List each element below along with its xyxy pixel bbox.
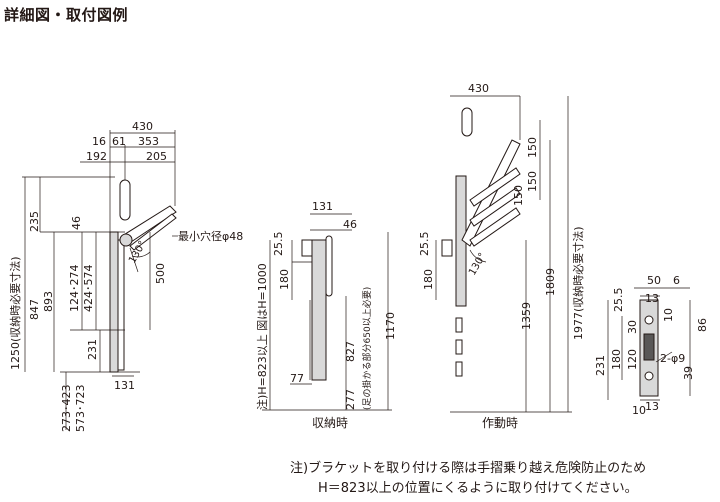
view1-upper-grip: [119, 179, 131, 221]
view1-hole-label: 最小穴径φ48: [178, 229, 243, 243]
view2-stored: 131 46 25.5 180 注)H=823以上 図はH=1000 1170 …: [255, 200, 397, 430]
view4-dim-10a: 10: [662, 308, 675, 322]
page-title: 詳細図・取付図例: [4, 6, 129, 24]
view4-dim-13b: 13: [645, 400, 659, 413]
view1-dim-273-423: 273･423: [60, 385, 73, 433]
view1-dim-205: 205: [146, 150, 167, 163]
view3-caption: 作動時: [482, 416, 518, 430]
view1-dim-231: 231: [86, 339, 99, 360]
view3-dim-1359: 1359: [520, 302, 533, 330]
view1-dim-235: 235: [28, 211, 41, 232]
view2-dim-131: 131: [312, 200, 333, 213]
view1-dim-16: 16: [92, 135, 106, 148]
view4-dim-86: 86: [696, 318, 709, 332]
view1-dim-61: 61: [112, 135, 126, 148]
view3-rung-1: [469, 167, 521, 207]
view4-dim-50: 50: [647, 274, 661, 287]
view3-step-2: [455, 339, 463, 355]
view2-leg-note: (足の掛かる部分650以上必要): [361, 287, 373, 410]
view3-bracket: [441, 239, 453, 257]
view1-dim-893: 893: [42, 291, 55, 312]
view3-dim-150c: 150: [512, 185, 525, 206]
view4-dim-13: 13: [645, 292, 659, 305]
view2-dim-277: 277: [344, 389, 357, 410]
view3-rung-3: [469, 207, 521, 247]
view4-dim-180: 180: [610, 349, 623, 370]
view4-dim-120: 120: [626, 349, 639, 370]
view4-dim-30: 30: [626, 320, 639, 334]
view3-step-1: [455, 317, 463, 333]
view1-dim-1250: 1250(収納時必要寸法): [8, 256, 22, 370]
view2-caption: 収納時: [312, 416, 348, 430]
view3-operating: 430 150 150 150 25.5 180 130° 1359 1809 …: [418, 82, 585, 430]
view1-pivot: [119, 233, 133, 247]
view4-mount: [643, 333, 655, 361]
view3-dim-1809: 1809: [544, 268, 557, 296]
view1-dim-500: 500: [154, 263, 167, 284]
view1-dim-573-723: 573･723: [74, 385, 87, 433]
view1-arm-inner: [129, 213, 177, 251]
view1-dim-124-274: 124･274: [68, 265, 81, 313]
note-line-2: H＝823以上の位置にくるように取り付けてください。: [318, 481, 638, 496]
view1-dim-424-574: 424･574: [82, 265, 95, 313]
view3-dim-25-5: 25.5: [418, 232, 431, 257]
view3-dim-1977: 1977(収納時必要寸法): [571, 226, 585, 340]
view3-dim-150b: 150: [526, 171, 539, 192]
view4-dim-2-phi9: 2-φ9: [660, 352, 685, 365]
view2-note-h: 注)H=823以上 図はH=1000: [255, 263, 269, 410]
view4-dim-39: 39: [682, 366, 695, 380]
view4-hole-2: [644, 371, 654, 381]
view4-dim-25-5: 25.5: [612, 288, 625, 313]
view4-bracket: 50 6 25.5 13 10 86 231 180 120 30 2-φ9 3…: [594, 274, 709, 417]
view3-top-grip: [461, 107, 473, 137]
view1-wall-post: [109, 231, 119, 373]
view2-dim-46: 46: [343, 218, 357, 231]
view1-dim-46: 46: [70, 216, 83, 230]
view2-dim-1170: 1170: [384, 312, 397, 340]
view1-dim-353: 353: [138, 135, 159, 148]
view4-dim-231: 231: [594, 355, 607, 376]
view3-angle: 130°: [467, 251, 489, 277]
view3-step-3: [455, 361, 463, 377]
view2-dim-77: 77: [290, 372, 304, 385]
view2-post: [311, 239, 327, 381]
view3-rung-2: [469, 187, 521, 227]
note-line-1: 注)ブラケットを取り付ける際は手摺乗り越え危険防止のため: [290, 461, 647, 476]
view3-dim-430: 430: [468, 82, 489, 95]
view1-dim-131: 131: [114, 379, 135, 392]
view1-dim-192: 192: [86, 150, 107, 163]
view2-dim-25-5: 25.5: [272, 232, 285, 257]
view1-bracket-plate: [117, 239, 125, 371]
view4-dim-10b: 10: [632, 404, 646, 417]
view1-dim-430: 430: [132, 120, 153, 133]
view3-dim-150a: 150: [526, 137, 539, 158]
view1-side-detail: 130° 430 16 61 353 192 205 1250(収納時必要寸法)…: [8, 120, 243, 432]
view2-grip: [325, 235, 333, 297]
view2-dim-180: 180: [278, 269, 291, 290]
view4-dim-6: 6: [673, 274, 680, 287]
view1-dim-847: 847: [28, 299, 41, 320]
view2-bracket: [301, 239, 313, 257]
view3-dim-180: 180: [422, 269, 435, 290]
view2-dim-827: 827: [344, 341, 357, 362]
view4-hole-1: [644, 315, 654, 325]
